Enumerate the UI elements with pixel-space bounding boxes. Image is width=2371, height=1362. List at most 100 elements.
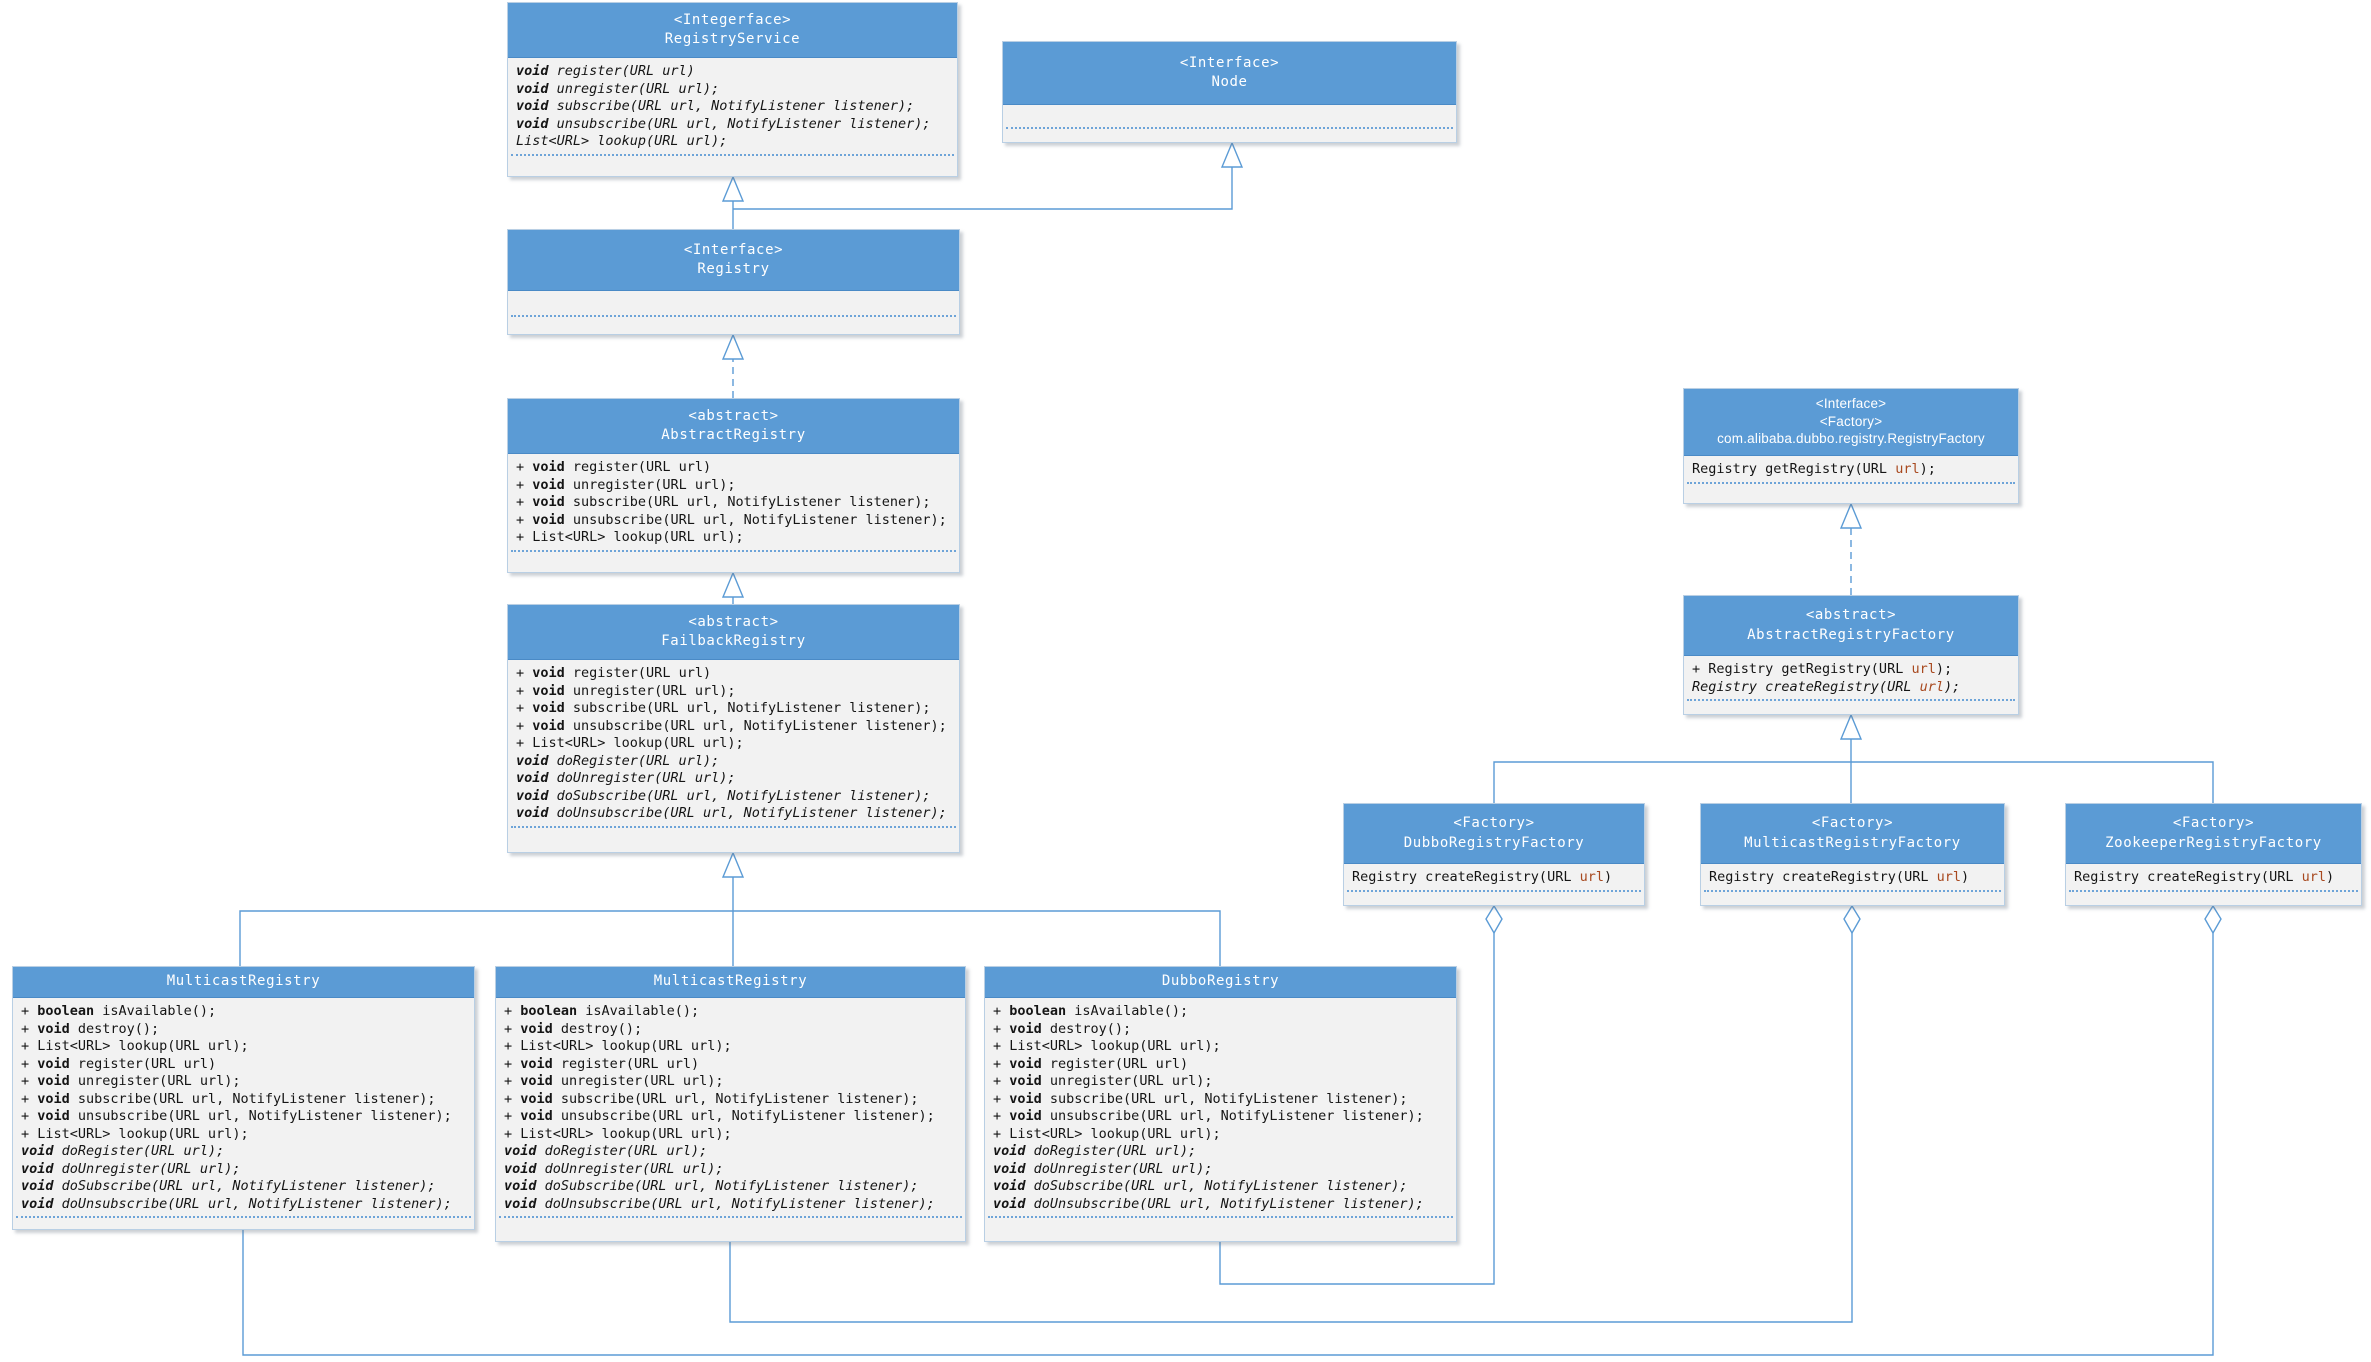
- method-signature: Registry createRegistry(URL url): [1352, 869, 1613, 885]
- class-stereotype: <Interface>: [1815, 395, 1887, 411]
- class-members: void register(URL url)void unregister(UR…: [508, 58, 957, 156]
- separator-line: [16, 1216, 471, 1218]
- method-signature: + void subscribe(URL url, NotifyListener…: [21, 1090, 436, 1107]
- method-signature: void subscribe(URL url, NotifyListener l…: [516, 98, 915, 114]
- class-stereotype: <Interface>: [683, 241, 784, 258]
- method-signature: void unsubscribe(URL url, NotifyListener…: [516, 115, 931, 132]
- url-param: url: [1579, 869, 1604, 885]
- method-signature: void doUnregister(URL url);: [504, 1160, 724, 1177]
- method-signature: void doUnsubscribe(URL url, NotifyListen…: [993, 1195, 1424, 1212]
- separator-line: [511, 153, 954, 156]
- method-signature: + List<URL> lookup(URL url);: [504, 1038, 732, 1054]
- separator-line: [511, 315, 956, 317]
- class-members: Registry getRegistry(URL url);: [1684, 456, 2018, 484]
- method-signature: + void unregister(URL url);: [504, 1073, 724, 1089]
- method-signature: + void unregister(URL url);: [516, 476, 736, 493]
- method-signature: + List<URL> lookup(URL url);: [504, 1125, 732, 1142]
- method-signature: + boolean isAvailable();: [504, 1003, 700, 1019]
- separator-line: [1687, 699, 2015, 701]
- class-header: <abstract>AbstractRegistryFactory: [1684, 596, 2018, 656]
- url-param: url: [1895, 461, 1920, 477]
- class-title: MulticastRegistryFactory: [1744, 834, 1961, 851]
- method-signature: void doSubscribe(URL url, NotifyListener…: [993, 1178, 1408, 1194]
- method-signature: + void register(URL url): [993, 1055, 1189, 1072]
- class-members: + boolean isAvailable();+ void destroy()…: [13, 998, 474, 1218]
- method-signature: void doUnsubscribe(URL url, NotifyListen…: [21, 1195, 452, 1212]
- method-signature: + void destroy();: [993, 1020, 1132, 1037]
- method-signature: + void register(URL url): [21, 1055, 217, 1072]
- class-header: MulticastRegistry: [496, 967, 965, 998]
- class-members: [1003, 105, 1456, 129]
- class-header: <Interface> Registry: [508, 230, 959, 291]
- separator-line: [511, 549, 956, 552]
- separator-line: [988, 1216, 1453, 1218]
- class-box-multicast-registry-mid: MulticastRegistry + boolean isAvailable()…: [495, 966, 966, 1242]
- method-signature: + Registry getRegistry(URL url);: [1692, 661, 1953, 677]
- class-header: <Interface> <Factory> com.alibaba.dubbo.re…: [1684, 389, 2018, 456]
- method-signature: + void unsubscribe(URL url, NotifyListen…: [504, 1108, 935, 1124]
- class-members: + boolean isAvailable();+ void destroy()…: [985, 998, 1456, 1218]
- method-signature: Registry createRegistry(URL url): [1709, 869, 1970, 885]
- connector-registry-to-node: [733, 141, 1244, 210]
- method-signature: + void unsubscribe(URL url, NotifyListen…: [516, 717, 947, 734]
- method-signature: Registry getRegistry(URL url);: [1692, 461, 1936, 477]
- connector-abstractregistryfactory-to-registryfactory: [1839, 502, 1863, 595]
- connector-registry-to-registryservice: [721, 175, 745, 229]
- class-title: com.alibaba.dubbo.registry.RegistryFacto…: [1717, 431, 1985, 447]
- method-signature: + void register(URL url): [516, 459, 712, 475]
- class-stereotype: <Factory>: [1819, 413, 1883, 429]
- url-param: url: [2301, 869, 2326, 885]
- method-signature: void doSubscribe(URL url, NotifyListener…: [516, 787, 931, 804]
- class-title: FailbackRegistry: [661, 633, 806, 649]
- class-box-abstract-registry-factory: <abstract>AbstractRegistryFactory+ Regis…: [1683, 595, 2019, 715]
- class-header: <Factory>DubboRegistryFactory: [1344, 804, 1644, 864]
- method-signature: + void unsubscribe(URL url, NotifyListen…: [21, 1108, 452, 1124]
- class-header: MulticastRegistry: [13, 967, 474, 998]
- method-signature: void doUnsubscribe(URL url, NotifyListen…: [516, 805, 947, 821]
- class-header: DubboRegistry: [985, 967, 1456, 998]
- connector-factories-to-abstractregistryfactory: [1493, 713, 2214, 803]
- method-signature: + List<URL> lookup(URL url);: [516, 735, 744, 751]
- method-signature: + void destroy();: [504, 1020, 643, 1037]
- class-title: Registry: [697, 261, 770, 277]
- class-members: + Registry getRegistry(URL url);Registry…: [1684, 656, 2018, 701]
- class-stereotype: <Factory>: [1811, 815, 1894, 832]
- url-param: url: [1936, 869, 1961, 885]
- method-signature: void doSubscribe(URL url, NotifyListener…: [504, 1178, 919, 1194]
- connector-dubbofactory-aggregates-dubboregistry: [1219, 904, 1503, 1285]
- class-title: MulticastRegistry: [653, 973, 808, 990]
- class-members: Registry createRegistry(URL url): [1344, 864, 1644, 892]
- class-stereotype: <abstract>: [688, 407, 779, 424]
- class-members: [508, 291, 959, 317]
- class-box-failback-registry: <abstract>FailbackRegistry+ void registe…: [507, 604, 960, 853]
- method-signature: + List<URL> lookup(URL url);: [516, 529, 744, 545]
- method-signature: Registry createRegistry(URL url): [2074, 869, 2335, 885]
- method-signature: void doUnregister(URL url);: [516, 770, 736, 786]
- method-signature: void unregister(URL url);: [516, 80, 720, 97]
- class-title: AbstractRegistry: [661, 427, 806, 443]
- separator-line: [1704, 889, 2001, 892]
- method-signature: + void register(URL url): [516, 665, 712, 681]
- method-signature: + void unsubscribe(URL url, NotifyListen…: [993, 1108, 1424, 1124]
- method-signature: + boolean isAvailable();: [21, 1003, 217, 1019]
- separator-line: [1347, 889, 1641, 892]
- method-signature: + void unregister(URL url);: [21, 1073, 241, 1089]
- method-signature: void doUnsubscribe(URL url, NotifyListen…: [504, 1195, 935, 1212]
- class-title: Node: [1211, 74, 1248, 90]
- connector-failbackregistry-to-abstractregistry: [721, 571, 745, 604]
- method-signature: List<URL> lookup(URL url);: [516, 133, 728, 149]
- method-signature: void doUnregister(URL url);: [21, 1160, 241, 1177]
- class-box-registry-factory: <Interface> <Factory> com.alibaba.dubbo.re…: [1683, 388, 2019, 504]
- method-signature: + void unregister(URL url);: [516, 682, 736, 699]
- class-stereotype: <Factory>: [2172, 815, 2255, 832]
- method-signature: + List<URL> lookup(URL url);: [993, 1038, 1221, 1054]
- method-signature: + void register(URL url): [504, 1055, 700, 1072]
- class-header: <Factory> MulticastRegistryFactory: [1701, 804, 2004, 864]
- method-signature: + List<URL> lookup(URL url);: [993, 1125, 1221, 1142]
- class-title: DubboRegistryFactory: [1403, 834, 1585, 851]
- connector-abstractregistry-to-registry: [721, 333, 745, 398]
- class-title: AbstractRegistryFactory: [1747, 626, 1955, 643]
